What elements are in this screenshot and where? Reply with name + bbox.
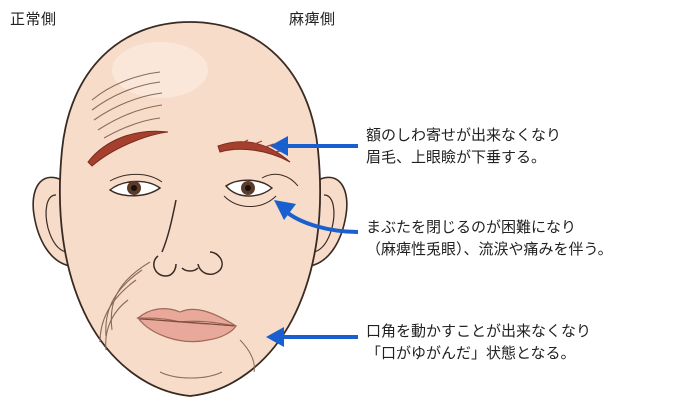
mouth-caption-line1: 口角を動かすことが出来なくなり [366,320,591,342]
eye-caption: まぶたを閉じるのが困難になり （麻痺性兎眼）、流涙や痛みを伴う。 [366,216,613,260]
forehead-caption-line2: 眉毛、上眼瞼が下垂する。 [366,146,561,168]
eye-caption-line1: まぶたを閉じるのが困難になり [366,216,613,238]
mouth-caption: 口角を動かすことが出来なくなり 「口がゆがんだ」状態となる。 [366,320,591,364]
forehead-caption: 額のしわ寄せが出来なくなり 眉毛、上眼瞼が下垂する。 [366,124,561,168]
mouth-caption-line2: 「口がゆがんだ」状態となる。 [366,342,591,364]
arrow-mouth [266,327,358,347]
eye-caption-line2: （麻痺性兎眼）、流涙や痛みを伴う。 [366,238,613,260]
forehead-caption-line1: 額のしわ寄せが出来なくなり [366,124,561,146]
